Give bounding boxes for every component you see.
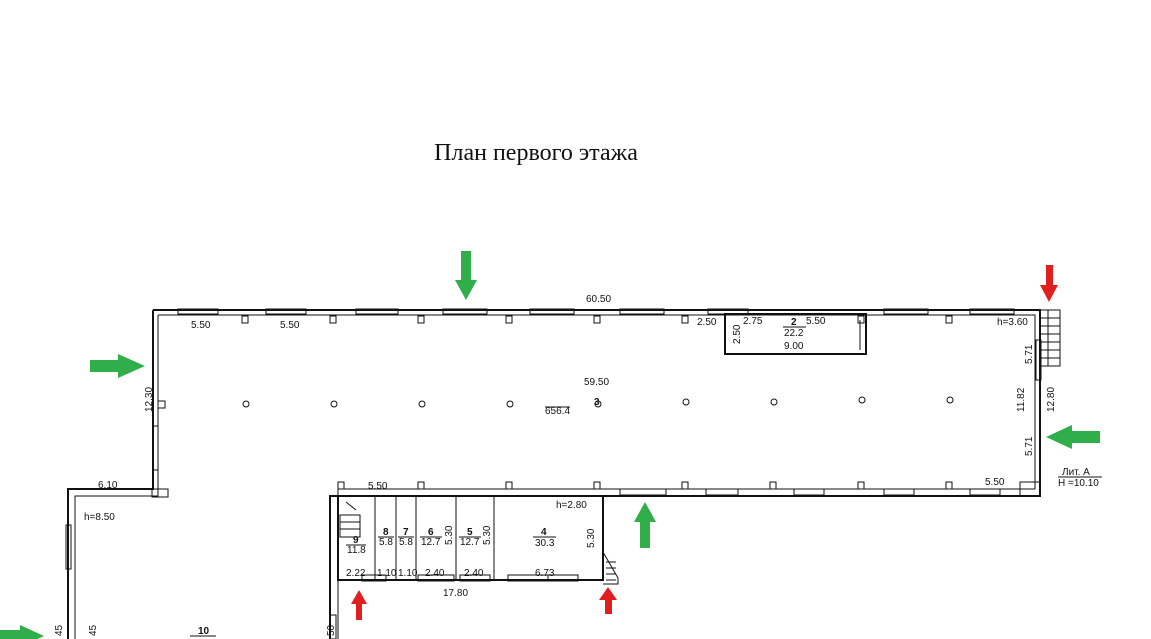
dim-top-left-a: 5.50 [191,320,211,331]
entrance-arrow-bottom [634,502,656,548]
room10-number: 10 [198,626,210,637]
room4-dim: 5.30 [586,528,597,548]
room6-dim: 5.30 [444,525,455,545]
main-hall-walls [67,309,1041,639]
entrance-arrow-right [1046,425,1100,449]
interior-columns [242,396,954,408]
room4-area: 30.3 [535,538,555,549]
dim-right-c: 12.80 [1046,387,1057,412]
room5-number: 5 [467,527,473,538]
dim-far-left-a: 45 [54,624,65,636]
dim-b2: 1.10 [377,568,397,579]
room5-dim: 5.30 [482,525,493,545]
entrance-arrow-top [455,251,477,300]
emergency-arrow-bottom-left [351,590,367,620]
bottom-wall-details [337,481,1001,496]
wall-pilasters [157,315,953,409]
dim-top-mid: 2.50 [697,317,717,328]
room7-number: 7 [403,527,409,538]
dim-room2-top: 2.75 [743,316,763,327]
dim-wing-top: 6.10 [98,480,118,491]
dim-bottom-right: 5.50 [985,477,1005,488]
room9-number: 9 [353,535,359,546]
room6-number: 6 [428,527,434,538]
dim-room2-left: 2.50 [732,324,743,344]
room-2 [724,313,867,355]
dim-right-a: 5.71 [1024,344,1035,364]
dim-left-wall: 12.30 [144,387,155,412]
emergency-arrow-bottom-mid [599,587,617,614]
height-mid: h=2.80 [556,500,587,511]
room9-area: 11.8 [347,545,366,556]
height-wing: h=8.50 [84,512,115,523]
room2-number: 2 [791,317,797,328]
wing-junction [151,488,169,498]
room3-area: 656.4 [545,406,570,417]
dim-b4: 2.40 [425,568,445,579]
room7-area: 5.8 [399,537,413,548]
left-window [152,425,159,471]
lit-label: Лит. А [1062,467,1090,478]
room6-area: 12.7 [421,537,441,548]
room5-area: 12.7 [460,537,480,548]
height-right: h=3.60 [997,317,1028,328]
room8-area: 5.8 [379,537,393,548]
dim-top-left-b: 5.50 [280,320,300,331]
dim-hall-length: 59.50 [584,377,609,388]
emergency-arrow-top-right [1040,265,1058,302]
room2-area: 22.2 [784,328,804,339]
dim-b1: 2.22 [346,568,366,579]
service-block [337,495,619,585]
dim-b6: 6.73 [535,568,555,579]
dim-b3: 1.10 [398,568,418,579]
arrows [0,251,1100,639]
room8-number: 8 [383,527,389,538]
dim-right-d: 5.71 [1024,436,1035,456]
right-bottom-corner [1019,481,1041,497]
wing-window [65,524,72,570]
dimension-labels: 60.50 5.50 5.50 2.50 2.50 2.75 5.50 9.00… [54,294,1102,637]
plan-title: План первого этажа [434,140,638,166]
dim-top-total: 60.50 [586,294,611,305]
lit-height: Н =10.10 [1058,478,1099,489]
dim-bottom-small: 50 [326,624,337,636]
entrance-arrow-far-left [0,625,44,639]
dim-b5: 2.40 [464,568,484,579]
dim-room2-right: 5.50 [806,316,826,327]
room3-number: 3 [594,397,600,408]
staircase-right [1035,309,1061,381]
dim-right-b: 11.82 [1016,387,1027,412]
dim-total-bottom: 17.80 [443,588,468,599]
dim-room2-bottom: 9.00 [784,341,804,352]
entrance-arrow-left [90,354,145,378]
room4-number: 4 [541,527,547,538]
dim-far-left-b: 45 [88,624,99,636]
dim-bottom-left: 5.50 [368,481,388,492]
bottom-left-window [329,614,337,639]
